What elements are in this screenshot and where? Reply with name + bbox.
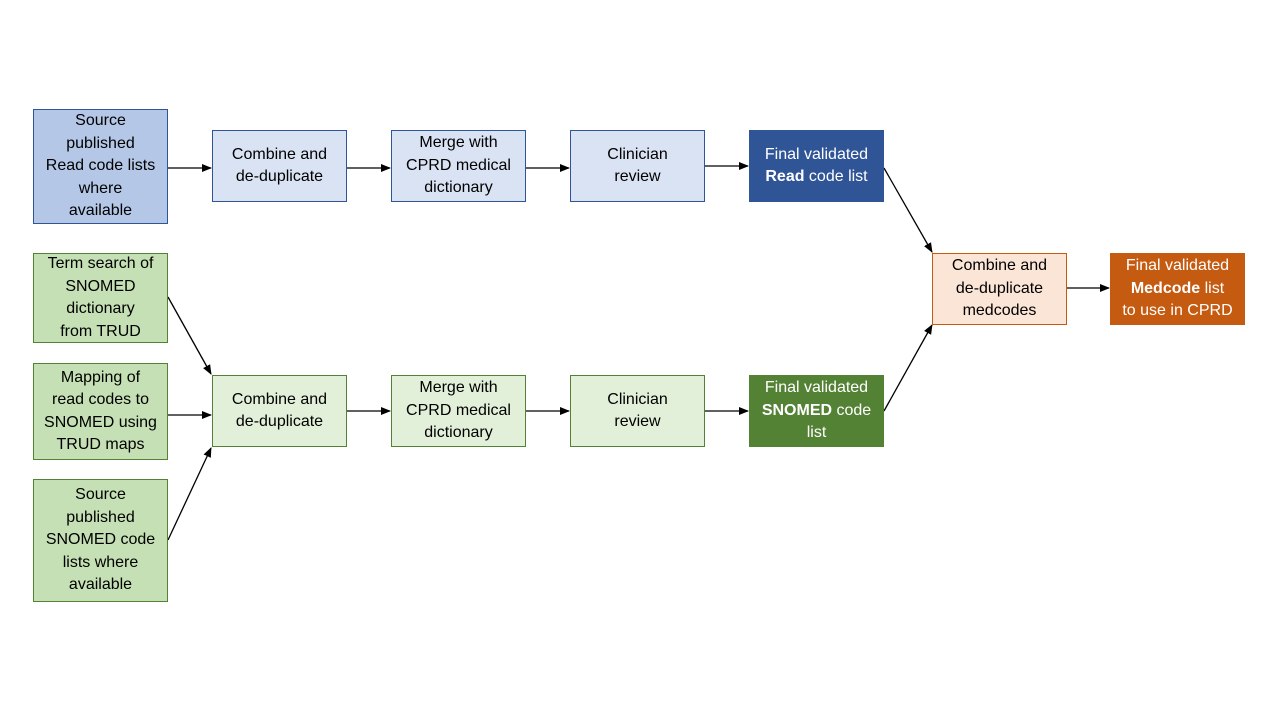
box-line: CPRD medical	[406, 401, 511, 419]
bold-term: SNOMED	[761, 401, 833, 419]
box-line: Combine and	[951, 257, 1048, 275]
box-line: Read code list	[765, 166, 868, 189]
box-line: Final validated	[764, 379, 869, 397]
box-line: Term search of	[47, 255, 154, 272]
box-line-rest: list	[1200, 279, 1225, 297]
final-validated-read-code-list-box: Final validated Read code list	[749, 130, 884, 202]
box-line: read codes to	[52, 391, 149, 408]
box-line: dictionary	[424, 424, 493, 442]
box-line: Clinician	[607, 390, 668, 408]
box-line: Source	[75, 112, 126, 130]
box-line: Merge with	[419, 134, 498, 152]
box-line: Read code lists	[45, 157, 156, 175]
arrow-final-snomed-to-combine-medcodes	[883, 324, 933, 412]
box-line: medcodes	[962, 302, 1037, 320]
box-line: available	[68, 202, 133, 220]
box-line: de-duplicate	[235, 168, 324, 185]
term-search-snomed-box: Term search of SNOMED dictionary from TR…	[33, 253, 168, 343]
merge-cprd-dictionary-snomed-box: Merge with CPRD medical dictionary	[391, 375, 526, 447]
box-line: de-duplicate	[235, 413, 324, 430]
box-line: de-duplicate	[955, 279, 1044, 297]
box-line: from TRUD	[60, 322, 141, 340]
box-line: Merge with	[419, 379, 498, 397]
arrow-final-read-to-combine-medcodes	[883, 167, 933, 253]
box-line: SNOMED code	[762, 400, 871, 423]
final-validated-snomed-code-list-box: Final validated SNOMED code list	[749, 375, 884, 447]
box-line: Final validated	[764, 145, 869, 163]
final-validated-medcode-list-box: Final validated Medcode list to use in C…	[1110, 253, 1245, 325]
box-line: Source	[75, 486, 126, 504]
box-line: CPRD medical	[406, 156, 511, 174]
box-line-rest: code list	[804, 168, 868, 185]
box-line: lists where	[62, 553, 139, 571]
box-line: where	[78, 179, 123, 197]
arrow-source-snomed-to-combine	[167, 447, 212, 541]
combine-deduplicate-medcodes-box: Combine and de-duplicate medcodes	[932, 253, 1067, 325]
box-line: to use in CPRD	[1122, 302, 1233, 320]
box-line: Combine and	[231, 145, 328, 163]
box-line: review	[614, 413, 661, 430]
box-line: SNOMED using	[44, 413, 157, 431]
box-line: published	[66, 134, 135, 152]
box-line: Mapping of	[60, 368, 141, 386]
bold-term: Medcode	[1130, 279, 1201, 297]
box-line: Medcode list	[1122, 278, 1232, 301]
source-read-code-lists-box: Source published Read code lists where a…	[33, 109, 168, 224]
arrow-term-search-to-combine	[167, 296, 212, 375]
box-line-rest: code	[832, 401, 872, 419]
combine-deduplicate-read-box: Combine and de-duplicate	[212, 130, 347, 202]
box-line: Final validated	[1125, 257, 1230, 275]
bold-term: Read	[765, 168, 805, 185]
box-line: available	[68, 576, 133, 594]
clinician-review-read-box: Clinician review	[570, 130, 705, 202]
source-snomed-code-lists-box: Source published SNOMED code lists where…	[33, 479, 168, 602]
box-line: SNOMED	[65, 277, 136, 295]
mapping-read-to-snomed-box: Mapping of read codes to SNOMED using TR…	[33, 363, 168, 460]
box-line: dictionary	[424, 179, 493, 197]
box-line: dictionary	[66, 300, 135, 317]
merge-cprd-dictionary-read-box: Merge with CPRD medical dictionary	[391, 130, 526, 202]
box-line: SNOMED code	[45, 531, 156, 549]
box-line: Clinician	[607, 145, 668, 163]
box-line: review	[614, 168, 661, 185]
box-line: Combine and	[231, 390, 328, 408]
box-line: TRUD maps	[56, 436, 145, 453]
combine-deduplicate-snomed-box: Combine and de-duplicate	[212, 375, 347, 447]
box-line: published	[66, 508, 135, 526]
clinician-review-snomed-box: Clinician review	[570, 375, 705, 447]
box-line: list	[806, 424, 827, 442]
